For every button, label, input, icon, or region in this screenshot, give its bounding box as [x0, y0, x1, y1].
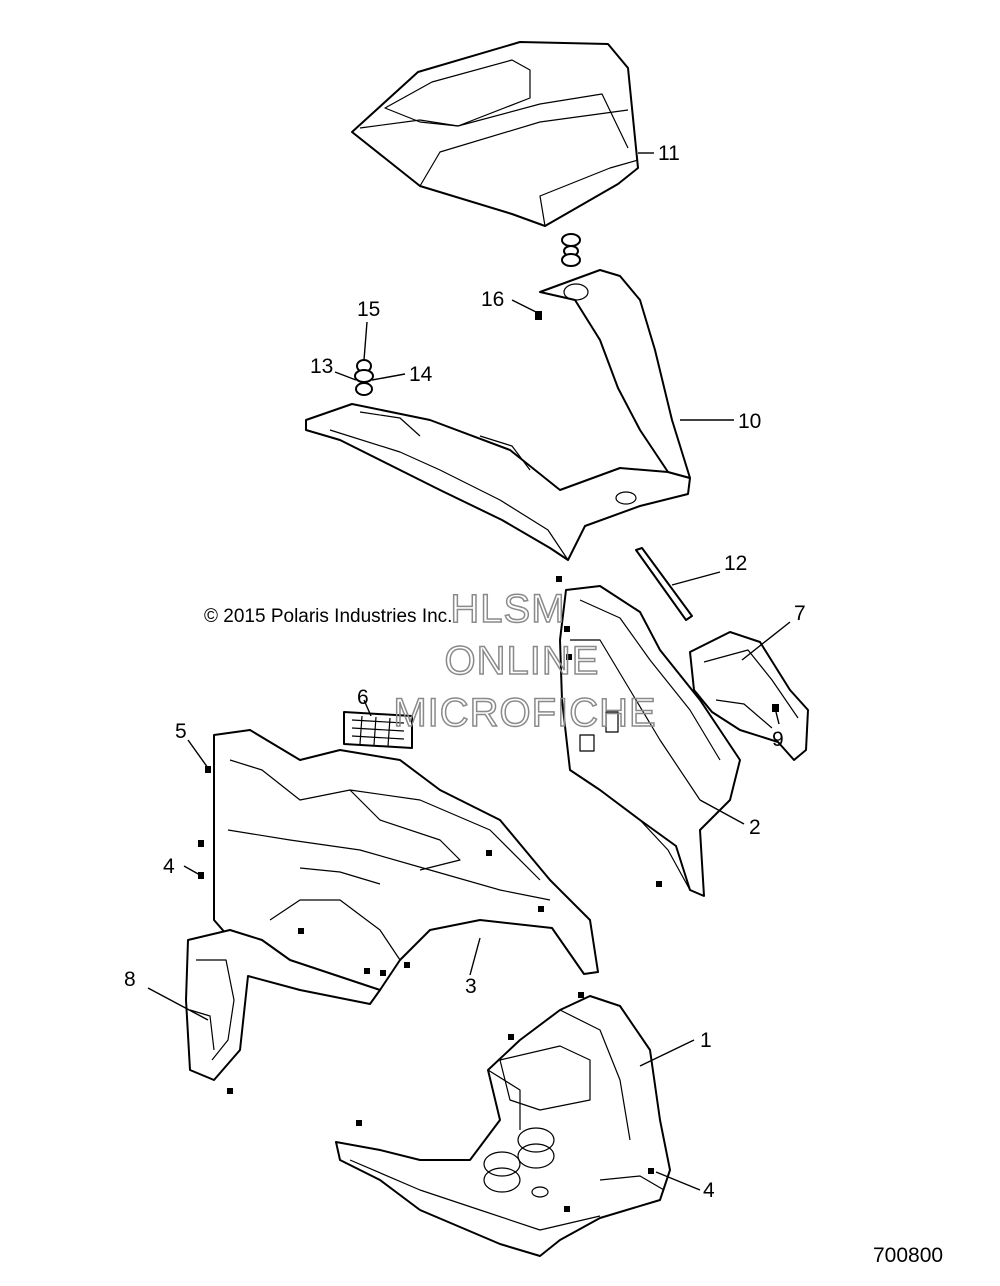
callout-16: 16 [481, 288, 504, 311]
watermark-line-1: HLSM [450, 587, 565, 631]
leader-lines [147, 152, 791, 1191]
callout-7: 7 [794, 602, 806, 625]
callout-4-right: 4 [703, 1179, 715, 1202]
diagram-number: 700800 [873, 1244, 943, 1267]
callout-13: 13 [310, 355, 333, 378]
copyright-notice: © 2015 Polaris Industries Inc. [204, 606, 452, 627]
part-8-side-column [185, 929, 381, 1094]
callout-15: 15 [357, 298, 380, 321]
callout-labels: 11 16 15 13 14 10 12 7 9 6 5 4 2 3 8 1 4 [124, 142, 806, 1202]
callout-3: 3 [465, 975, 477, 998]
watermark-line-3: MICROFICHE [393, 691, 656, 735]
hood-fastener [561, 233, 581, 267]
callout-2: 2 [749, 816, 761, 839]
callout-6: 6 [357, 686, 369, 709]
part-1-lower-console [335, 992, 671, 1257]
callout-9: 9 [772, 728, 784, 751]
callout-4-left: 4 [163, 855, 175, 878]
callout-10: 10 [738, 410, 761, 433]
part-7-bracket [689, 631, 809, 761]
part-11-hood [351, 41, 639, 227]
watermark: HLSM ONLINE MICROFICHE [393, 586, 657, 736]
part-12-trim-strip [635, 547, 693, 621]
callout-1: 1 [700, 1029, 712, 1052]
part-10-dash-bezel [305, 269, 691, 561]
callout-12: 12 [724, 552, 747, 575]
watermark-line-2: ONLINE [445, 639, 600, 683]
part-2-screws [556, 576, 662, 887]
part-3-screws [198, 766, 544, 976]
callout-5: 5 [175, 720, 187, 743]
callout-11: 11 [658, 142, 680, 165]
fastener-stack-13-15 [354, 359, 374, 396]
callout-14: 14 [409, 363, 433, 386]
screw-16 [535, 311, 542, 320]
part-2-side-panel [559, 585, 741, 897]
callout-8: 8 [124, 968, 136, 991]
screw-9 [772, 704, 779, 712]
part-6-vent-grille [343, 711, 413, 749]
